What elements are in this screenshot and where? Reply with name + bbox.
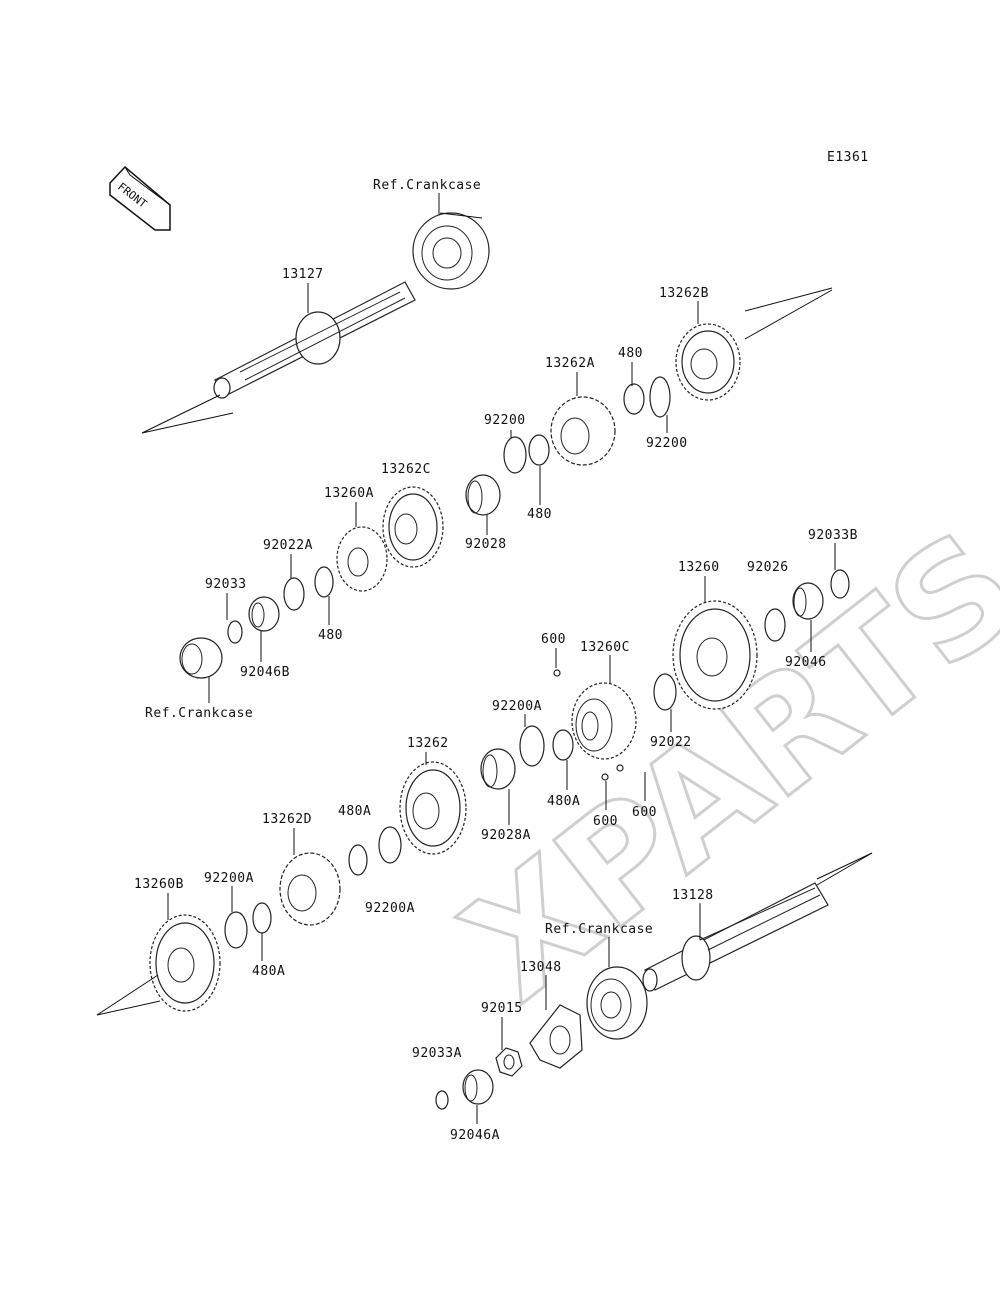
washer-92022A xyxy=(283,577,305,611)
gear-13262 xyxy=(399,761,467,855)
bearing-bottom xyxy=(586,966,648,1040)
ball-600-a xyxy=(553,669,561,677)
ring-480A-b xyxy=(348,844,368,876)
label-92028: 92028 xyxy=(465,537,507,552)
label-480A-a: 480A xyxy=(547,794,580,809)
bearing-92046B xyxy=(248,596,280,632)
diagram-code: E1361 xyxy=(827,150,869,165)
gear-13262A xyxy=(550,396,616,466)
ring-92200A-a xyxy=(519,725,545,767)
label-480A-c: 480A xyxy=(252,964,285,979)
ball-600-c xyxy=(616,764,624,772)
label-92022: 92022 xyxy=(650,735,692,750)
gear-13262B xyxy=(675,323,741,401)
gear-13262D xyxy=(279,852,341,926)
ref-crankcase-top-label: Ref.Crankcase xyxy=(373,178,481,193)
label-480-c: 480 xyxy=(318,628,343,643)
shaft-13128 xyxy=(642,882,829,992)
label-480-b: 480 xyxy=(527,507,552,522)
washer-92026 xyxy=(764,608,786,642)
label-13260C: 13260C xyxy=(580,640,630,655)
bearing-92028 xyxy=(465,474,501,516)
label-13128: 13128 xyxy=(672,888,714,903)
circlip-92033 xyxy=(227,620,243,644)
bearing-92046A xyxy=(462,1069,494,1105)
ring-480-c xyxy=(314,566,334,598)
label-92026: 92026 xyxy=(747,560,789,575)
label-13127: 13127 xyxy=(282,267,324,282)
circlip-92033B xyxy=(830,569,850,599)
ring-480A-a xyxy=(552,729,574,761)
label-13262B: 13262B xyxy=(659,286,709,301)
label-480A-b: 480A xyxy=(338,804,371,819)
label-13048: 13048 xyxy=(520,960,562,975)
label-600-a: 600 xyxy=(541,632,566,647)
label-13262C: 13262C xyxy=(381,462,431,477)
label-92015: 92015 xyxy=(481,1001,523,1016)
label-13260B: 13260B xyxy=(134,877,184,892)
gear-13262C xyxy=(382,486,444,568)
label-92046: 92046 xyxy=(785,655,827,670)
label-600-c: 600 xyxy=(632,805,657,820)
label-13262: 13262 xyxy=(407,736,449,751)
bearing-92046 xyxy=(792,582,824,620)
label-13260A: 13260A xyxy=(324,486,374,501)
bearing-top xyxy=(412,212,490,290)
label-13262D: 13262D xyxy=(262,812,312,827)
ref-crankcase-bottom-label: Ref.Crankcase xyxy=(545,922,653,937)
label-92200-a: 92200 xyxy=(484,413,526,428)
label-92200-b: 92200 xyxy=(646,436,688,451)
ring-480A-c xyxy=(252,902,272,934)
label-92046B: 92046B xyxy=(240,665,290,680)
label-92033A: 92033A xyxy=(412,1046,462,1061)
ring-92200-a xyxy=(503,436,527,474)
ring-480-b xyxy=(528,434,550,466)
gear-13260B xyxy=(149,914,221,1012)
gear-13260 xyxy=(672,600,758,710)
label-92022A: 92022A xyxy=(263,538,313,553)
label-92200A-c: 92200A xyxy=(365,901,415,916)
gear-13260C xyxy=(571,682,637,760)
label-92200A-b: 92200A xyxy=(204,871,254,886)
label-92028A: 92028A xyxy=(481,828,531,843)
label-92033: 92033 xyxy=(205,577,247,592)
front-arrow-icon: FRONT xyxy=(109,165,171,231)
washer-92022 xyxy=(653,673,677,711)
nut-92015 xyxy=(495,1047,523,1077)
ring-92200-b xyxy=(649,376,671,418)
ring-92200A-b xyxy=(224,911,248,949)
label-480-a: 480 xyxy=(618,346,643,361)
bearing-92028A xyxy=(480,748,516,790)
label-600-b: 600 xyxy=(593,814,618,829)
label-13262A: 13262A xyxy=(545,356,595,371)
ball-600-b xyxy=(601,773,609,781)
cam-13048 xyxy=(529,1004,583,1069)
ring-480-a xyxy=(623,383,645,415)
label-13260: 13260 xyxy=(678,560,720,575)
shaft-13127 xyxy=(213,281,416,399)
label-92046A: 92046A xyxy=(450,1128,500,1143)
ring-92200A-c xyxy=(378,826,402,864)
label-92033B: 92033B xyxy=(808,528,858,543)
circlip-92033A xyxy=(435,1090,449,1110)
label-92200A-a: 92200A xyxy=(492,699,542,714)
ref-crankcase-left-label: Ref.Crankcase xyxy=(145,706,253,721)
gear-13260A xyxy=(336,526,388,592)
bearing-left xyxy=(179,637,223,679)
